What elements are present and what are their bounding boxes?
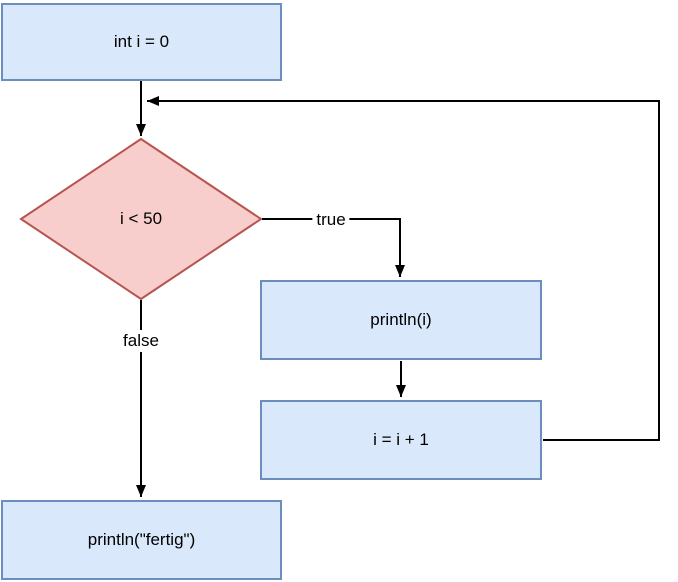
edge-condition-true [262, 218, 405, 277]
node-print-done: println("fertig") [1, 500, 282, 580]
edge-loop-back [147, 96, 660, 441]
node-print-i-label: println(i) [370, 310, 432, 329]
node-increment-label: i = i + 1 [373, 430, 429, 449]
decision-diamond [19, 137, 263, 301]
edge-label-true: true [312, 209, 350, 231]
node-init-label: int i = 0 [113, 32, 170, 51]
node-print-i: println(i) [260, 280, 542, 360]
edge-label-false: false [119, 330, 163, 352]
node-print-done-label: println("fertig") [87, 530, 196, 549]
node-increment: i = i + 1 [260, 400, 542, 480]
node-condition-label: i < 50 [119, 209, 163, 228]
node-init: int i = 0 [1, 3, 282, 81]
